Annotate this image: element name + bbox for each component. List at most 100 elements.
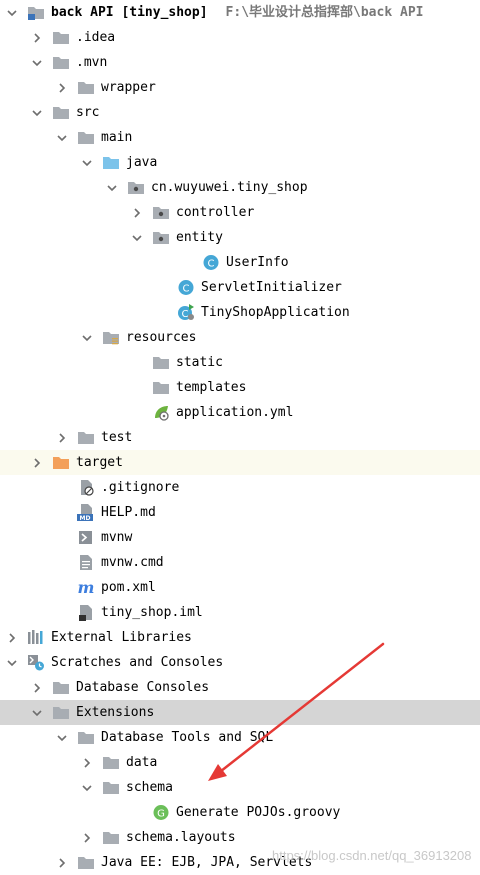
tree-item-helpmd[interactable]: MD HELP.md <box>0 500 480 525</box>
tree-item-label: wrapper <box>101 80 156 95</box>
maven-icon: m <box>77 579 95 596</box>
tree-item-root[interactable]: back API [tiny_shop]F:\毕业设计总指挥部\back API <box>0 0 480 25</box>
chevron-down-icon[interactable] <box>56 132 68 144</box>
tree-item-label: back API [tiny_shop]F:\毕业设计总指挥部\back API <box>51 5 424 20</box>
tree-item-label: data <box>126 755 158 770</box>
tree-item-dbtools[interactable]: Database Tools and SQL <box>0 725 480 750</box>
chevron-down-icon[interactable] <box>131 232 143 244</box>
tree-item-iml[interactable]: tiny_shop.iml <box>0 600 480 625</box>
tree-item-idea[interactable]: .idea <box>0 25 480 50</box>
tree-item-scratches[interactable]: Scratches and Consoles <box>0 650 480 675</box>
tree-item-mvnw[interactable]: mvnw <box>0 525 480 550</box>
tree-item-label: Generate POJOs.groovy <box>176 805 341 820</box>
tree-item-pkg[interactable]: cn.wuyuwei.tiny_shop <box>0 175 480 200</box>
tree-item-java[interactable]: java <box>0 150 480 175</box>
tree-item-entity[interactable]: entity <box>0 225 480 250</box>
tree-item-label: templates <box>176 380 247 395</box>
tree-item-schemalayouts[interactable]: schema.layouts <box>0 825 480 850</box>
md-icon: MD <box>77 504 95 521</box>
chevron-right-icon[interactable] <box>56 82 68 94</box>
tree-item-label: Java EE: EJB, JPA, Servlets <box>101 855 313 870</box>
folder-icon <box>152 354 170 371</box>
folder-icon <box>52 104 70 121</box>
tree-item-label: UserInfo <box>226 255 289 270</box>
chevron-down-icon[interactable] <box>31 57 43 69</box>
tree-item-label: main <box>101 130 133 145</box>
tree-item-label: application.yml <box>176 405 294 420</box>
svg-text:C: C <box>208 259 215 270</box>
tree-item-label: entity <box>176 230 223 245</box>
folder-icon <box>102 829 120 846</box>
tree-item-extensions[interactable]: Extensions <box>0 700 480 725</box>
libraries-icon <box>27 629 45 646</box>
chevron-right-icon[interactable] <box>81 832 93 844</box>
tree-item-label: src <box>76 105 100 120</box>
tree-item-target[interactable]: target <box>0 450 480 475</box>
tree-item-mvnwcmd[interactable]: mvnw.cmd <box>0 550 480 575</box>
chevron-down-icon[interactable] <box>6 657 18 669</box>
tree-item-javaee[interactable]: Java EE: EJB, JPA, Servlets <box>0 850 480 875</box>
tree-item-extlibs[interactable]: External Libraries <box>0 625 480 650</box>
class-icon: C <box>177 279 195 296</box>
chevron-down-icon[interactable] <box>81 782 93 794</box>
tree-item-userinfo[interactable]: C UserInfo <box>0 250 480 275</box>
chevron-right-icon[interactable] <box>56 432 68 444</box>
spring-class-icon: C <box>177 304 195 321</box>
tree-item-label: schema.layouts <box>126 830 236 845</box>
tree-item-appyml[interactable]: application.yml <box>0 400 480 425</box>
tree-item-resources[interactable]: resources <box>0 325 480 350</box>
tree-item-templates[interactable]: templates <box>0 375 480 400</box>
chevron-down-icon[interactable] <box>56 732 68 744</box>
module-path-hint: F:\毕业设计总指挥部\back API <box>225 5 424 20</box>
chevron-down-icon[interactable] <box>31 107 43 119</box>
tree-item-src[interactable]: src <box>0 100 480 125</box>
chevron-down-icon[interactable] <box>106 182 118 194</box>
folder-icon <box>102 754 120 771</box>
chevron-down-icon[interactable] <box>31 707 43 719</box>
chevron-right-icon[interactable] <box>31 32 43 44</box>
tree-item-static[interactable]: static <box>0 350 480 375</box>
tree-item-data[interactable]: data <box>0 750 480 775</box>
tree-item-label: .mvn <box>76 55 108 70</box>
tree-item-label: schema <box>126 780 173 795</box>
tree-item-gitignore[interactable]: .gitignore <box>0 475 480 500</box>
tree-item-controller[interactable]: controller <box>0 200 480 225</box>
tree-item-label: target <box>76 455 123 470</box>
shell-icon <box>77 529 95 546</box>
tree-item-label: mvnw <box>101 530 133 545</box>
tree-item-label: External Libraries <box>51 630 192 645</box>
chevron-right-icon[interactable] <box>31 682 43 694</box>
tree-item-label: pom.xml <box>101 580 156 595</box>
chevron-right-icon[interactable] <box>81 757 93 769</box>
chevron-right-icon[interactable] <box>56 857 68 869</box>
tree-item-wrapper[interactable]: wrapper <box>0 75 480 100</box>
folder-icon <box>77 854 95 871</box>
tree-item-test[interactable]: test <box>0 425 480 450</box>
tree-item-label: Extensions <box>76 705 155 720</box>
tree-item-label: HELP.md <box>101 505 156 520</box>
tree-item-main[interactable]: main <box>0 125 480 150</box>
chevron-down-icon[interactable] <box>81 157 93 169</box>
chevron-right-icon[interactable] <box>6 632 18 644</box>
chevron-down-icon[interactable] <box>6 7 18 19</box>
chevron-right-icon[interactable] <box>31 457 43 469</box>
folder-icon <box>77 729 95 746</box>
excluded-folder-icon <box>52 454 70 471</box>
tree-item-label: Database Consoles <box>76 680 210 695</box>
tree-item-mvn[interactable]: .mvn <box>0 50 480 75</box>
source-folder-icon <box>102 154 120 171</box>
tree-item-label: .idea <box>76 30 116 45</box>
tree-item-dbconsoles[interactable]: Database Consoles <box>0 675 480 700</box>
chevron-down-icon[interactable] <box>81 332 93 344</box>
chevron-right-icon[interactable] <box>131 207 143 219</box>
tree-item-schema[interactable]: schema <box>0 775 480 800</box>
tree-item-pom[interactable]: m pom.xml <box>0 575 480 600</box>
resources-folder-icon <box>102 329 120 346</box>
watermark: https://blog.csdn.net/qq_36913208 <box>272 848 472 863</box>
iml-icon <box>77 604 95 621</box>
tree-item-label: .gitignore <box>101 480 180 495</box>
